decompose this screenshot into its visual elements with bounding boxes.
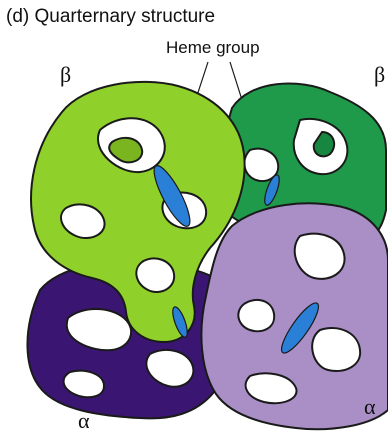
label-alpha-right: α bbox=[364, 394, 376, 420]
alpha-right-subunit bbox=[201, 203, 388, 429]
label-alpha-left: α bbox=[78, 408, 90, 434]
label-beta-right: β bbox=[374, 62, 385, 88]
label-beta-left: β bbox=[60, 62, 71, 88]
